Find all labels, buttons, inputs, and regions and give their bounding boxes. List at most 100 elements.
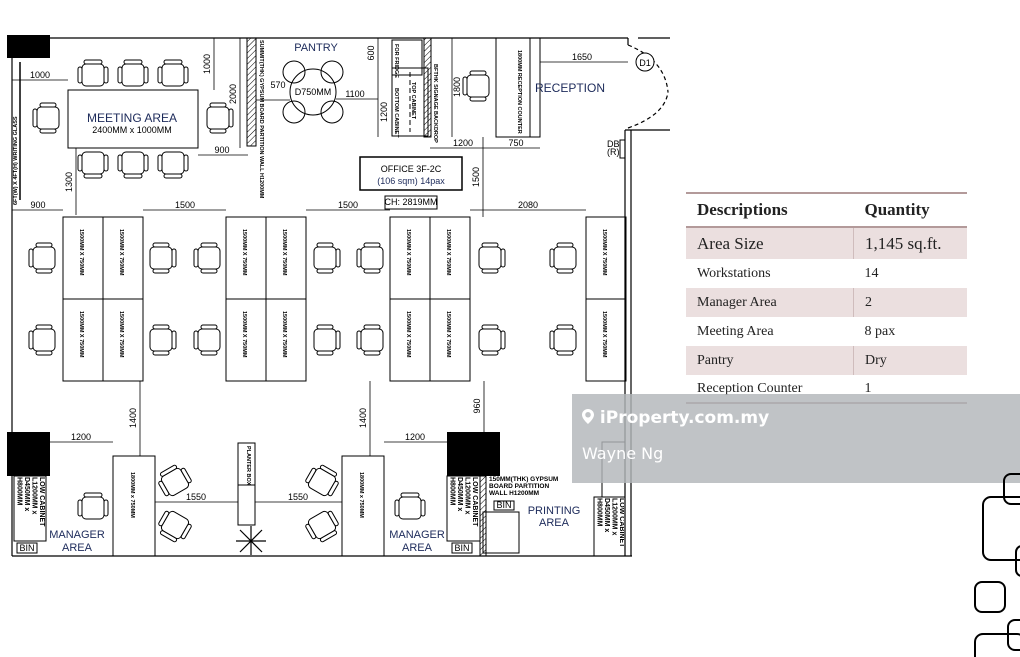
dimension-label: 1500 xyxy=(471,167,481,187)
chair-icon xyxy=(149,242,177,274)
signage-note: BFTHK SIGNAGE BACKDROP xyxy=(432,64,438,143)
bin-label-3: BIN xyxy=(496,500,511,510)
dimension-label: 2000 xyxy=(228,84,238,104)
chair-icon xyxy=(149,324,177,356)
chair-icon xyxy=(158,510,192,543)
row-label: Pantry xyxy=(686,346,854,375)
watermark-agent: Wayne Ng xyxy=(582,444,664,463)
dimension-label: 1200 xyxy=(71,432,91,442)
dimension-label: 1550 xyxy=(288,492,308,502)
row-label: Meeting Area xyxy=(697,323,774,339)
chair-icon xyxy=(117,151,149,179)
desk-size-note: 1500MM X 750MM xyxy=(405,229,411,276)
office-title: OFFICE 3F-2C xyxy=(381,164,442,174)
desk-size-note: 1500MM X 750MM xyxy=(601,229,607,276)
chair-icon xyxy=(117,59,149,87)
chair-icon xyxy=(193,324,221,356)
pantry-chair-icon xyxy=(320,100,344,124)
chair-icon xyxy=(356,242,384,274)
reception-counter xyxy=(495,37,541,138)
chair-icon xyxy=(356,324,384,356)
watermark-brand-text: iProperty.com.my xyxy=(599,408,770,428)
reception-label: RECEPTION xyxy=(535,81,605,95)
top-cabinet-note: TOP CABINET xyxy=(410,82,416,120)
partition-note: SUMMIT(THK) GYPSUM BOARD PARTITION WALL … xyxy=(258,40,264,199)
row-value: Dry xyxy=(853,346,967,375)
low-cabinet-note-box-2: LOW CABINET L1200MM x D450MM x H800MM xyxy=(448,477,479,527)
desk-size-note: 1500MM X 750MM xyxy=(78,311,84,358)
desk-size-note: 1500MM X 750MM xyxy=(241,229,247,276)
chair-icon xyxy=(305,510,339,543)
floor-plan: MEETING AREA 2400MM x 1000MM 6FT(W) X 4F… xyxy=(7,35,670,557)
desk-size-note: 1500MM X 750MM xyxy=(118,229,124,276)
workstation-desk xyxy=(585,298,627,382)
chair-icon xyxy=(206,102,234,134)
row-value: 14 xyxy=(864,265,879,281)
row-value: 2 xyxy=(853,288,967,317)
dimension-label: 1200 xyxy=(453,138,473,148)
desk-size-note: 1500MM X 750MM xyxy=(601,311,607,358)
chair-icon xyxy=(157,151,189,179)
desk-size-note: 1500MM X 750MM xyxy=(445,229,451,276)
meeting-table xyxy=(67,89,199,149)
low-cabinet-note-box-3: LOW CABINET L1200MM x D450MM x H800MM xyxy=(596,498,625,547)
dimension-label: 1400 xyxy=(128,408,138,428)
dimension-label: 1400 xyxy=(358,408,368,428)
dimension-label: 1200 xyxy=(405,432,425,442)
dimension-label: 570 xyxy=(270,80,285,90)
partition-wall xyxy=(246,37,257,147)
location-pin-icon xyxy=(582,409,594,424)
chair-icon xyxy=(549,242,577,274)
dimension-label: 1550 xyxy=(186,492,206,502)
dimension-label: 1000 xyxy=(30,70,50,80)
manager-area-label-b: MANAGER xyxy=(389,529,445,541)
row-label: Manager Area xyxy=(686,288,854,317)
gypsum-note: 150MM(THK) GYPSUM BOARD PARTITION WALL H… xyxy=(489,476,559,497)
low-cabinet-note-box: LOW CABINET L1200MM x D450MM x H800MM xyxy=(16,477,46,526)
dimension-label: 1200 xyxy=(379,102,389,122)
dimension-label: 1300 xyxy=(64,172,74,192)
bottom-cabinet-note: BOTTOM CABINET xyxy=(393,88,399,138)
manager-area-label: MANAGER xyxy=(49,529,105,541)
chair-icon xyxy=(305,464,339,497)
header-descriptions: Descriptions xyxy=(686,192,854,228)
desk-size-note: 1500MM X 750MM xyxy=(281,311,287,358)
manager-desk-note: 1800MM x 750MM xyxy=(129,472,135,518)
printing-area-label-2: AREA xyxy=(539,517,570,529)
watermark-brand: iProperty.com.my xyxy=(582,408,769,428)
watermark: iProperty.com.my Wayne Ng xyxy=(572,394,1020,483)
writing-glass-note: 6FT(W) X 4FT(H) WRITING GLASS xyxy=(13,116,19,205)
fridge-note: FOR FRIDGE xyxy=(393,44,399,78)
chair-icon xyxy=(28,242,56,274)
db-label: DB xyxy=(607,139,620,149)
manager-area-label-2: AREA xyxy=(62,542,93,554)
dimension-label: 960 xyxy=(472,398,482,413)
office-label-box xyxy=(359,156,463,191)
chair-icon xyxy=(77,59,109,87)
pantry-label: PANTRY xyxy=(294,42,338,54)
bin-label-2: BIN xyxy=(454,543,469,553)
chairs xyxy=(28,59,577,543)
workstation-desk xyxy=(102,298,144,382)
ceiling-height-box xyxy=(384,195,438,210)
desk-size-note: 1500MM X 750MM xyxy=(78,229,84,276)
desk-size-note: 1500MM X 750MM xyxy=(118,311,124,358)
dimension-label: 2080 xyxy=(518,200,538,210)
chair-icon xyxy=(549,324,577,356)
header-quantity: Quantity xyxy=(853,192,967,228)
chair-icon xyxy=(32,102,60,134)
dimension-label: 750 xyxy=(508,138,523,148)
low-cabinet-note-2: LOW CABINET L1200MM x D450MM x H800MM xyxy=(448,477,479,527)
dimension-label: 1100 xyxy=(345,89,364,99)
dimension-label: 900 xyxy=(30,200,45,210)
dimension-label: 1500 xyxy=(338,200,358,210)
signage-backdrop xyxy=(423,37,432,138)
printing-area-label: PRINTING xyxy=(528,505,581,517)
office-subtitle: (106 sqm) 14pax xyxy=(377,176,445,186)
row-value: 1,145 sq.ft. xyxy=(853,227,967,259)
ceiling-height: CH: 2819MM xyxy=(384,197,437,207)
workstations: 1500MM X 750MM 1500MM X 750MM 1500MM X 750… xyxy=(62,216,627,382)
